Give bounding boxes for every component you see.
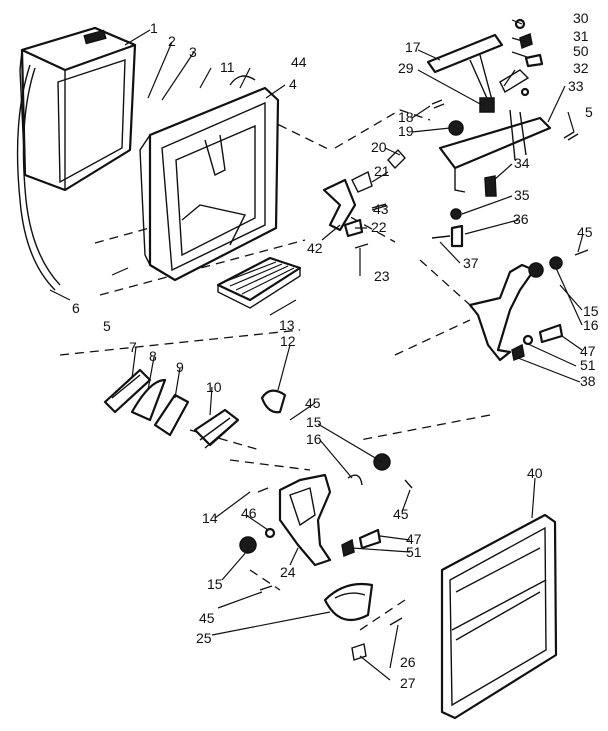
label-47-mid: 47 xyxy=(406,531,422,547)
label-20: 20 xyxy=(371,139,387,155)
label-19: 19 xyxy=(398,123,414,139)
label-26: 26 xyxy=(400,654,416,670)
label-44: 44 xyxy=(291,54,307,70)
label-14: 14 xyxy=(202,510,218,526)
part-right-lever xyxy=(468,249,589,362)
label-4: 4 xyxy=(289,76,297,92)
label-42: 42 xyxy=(307,240,323,256)
label-47-right: 47 xyxy=(580,343,596,359)
label-15-mid: 15 xyxy=(306,414,322,430)
label-50: 50 xyxy=(573,43,589,59)
label-33: 33 xyxy=(568,78,584,94)
label-24: 24 xyxy=(280,564,296,580)
part-latch xyxy=(322,178,369,249)
leader-lines xyxy=(49,19,584,681)
label-40: 40 xyxy=(527,465,543,481)
label-7: 7 xyxy=(129,339,137,355)
label-32: 32 xyxy=(573,60,589,76)
label-27: 27 xyxy=(400,675,416,691)
part-chute xyxy=(323,582,403,661)
part-flap-set xyxy=(103,368,287,449)
part-frame xyxy=(139,75,280,282)
label-3: 3 xyxy=(189,44,197,60)
label-51-mid: 51 xyxy=(406,544,422,560)
label-45-mid: 45 xyxy=(305,395,321,411)
label-43: 43 xyxy=(373,201,389,217)
label-5-left: 5 xyxy=(103,318,111,334)
label-15-right: 15 xyxy=(583,303,599,319)
part-linkage-bracket xyxy=(438,54,552,193)
part-center-lever xyxy=(239,453,413,591)
label-31: 31 xyxy=(573,28,589,44)
label-37: 37 xyxy=(463,255,479,271)
label-35: 35 xyxy=(514,187,530,203)
part-top-bar xyxy=(426,33,504,74)
label-17: 17 xyxy=(405,39,421,55)
part-ice-container xyxy=(16,26,137,291)
label-29: 29 xyxy=(398,60,414,76)
label-18: 18 xyxy=(398,109,414,125)
label-45-bottom: 45 xyxy=(199,610,215,626)
label-34: 34 xyxy=(514,155,530,171)
label-45-lower: 45 xyxy=(393,506,409,522)
label-2: 2 xyxy=(168,33,176,49)
label-25: 25 xyxy=(196,630,212,646)
label-16-right: 16 xyxy=(583,317,599,333)
label-30: 30 xyxy=(573,10,589,26)
label-51-right: 51 xyxy=(580,357,596,373)
label-11: 11 xyxy=(220,59,235,75)
label-15-lower: 15 xyxy=(207,576,223,592)
label-6: 6 xyxy=(72,300,80,316)
label-23: 23 xyxy=(374,268,390,284)
label-8: 8 xyxy=(149,348,157,364)
label-13: 13 xyxy=(279,317,295,333)
part-front-panel xyxy=(440,513,558,720)
label-5-top: 5 xyxy=(585,104,593,120)
label-1: 1 xyxy=(150,20,158,36)
label-45-right: 45 xyxy=(577,224,593,240)
part-grille xyxy=(216,256,302,309)
label-36: 36 xyxy=(513,211,529,227)
label-46: 46 xyxy=(241,505,257,521)
label-16-mid: 16 xyxy=(306,431,322,447)
label-22: 22 xyxy=(371,219,387,235)
label-21: 21 xyxy=(374,163,390,179)
part-labels: 1 2 3 11 44 4 17 29 30 31 50 32 33 5 18 … xyxy=(72,10,599,691)
label-38: 38 xyxy=(580,373,596,389)
label-10: 10 xyxy=(206,379,222,395)
label-12: 12 xyxy=(280,333,296,349)
label-9: 9 xyxy=(176,359,184,375)
